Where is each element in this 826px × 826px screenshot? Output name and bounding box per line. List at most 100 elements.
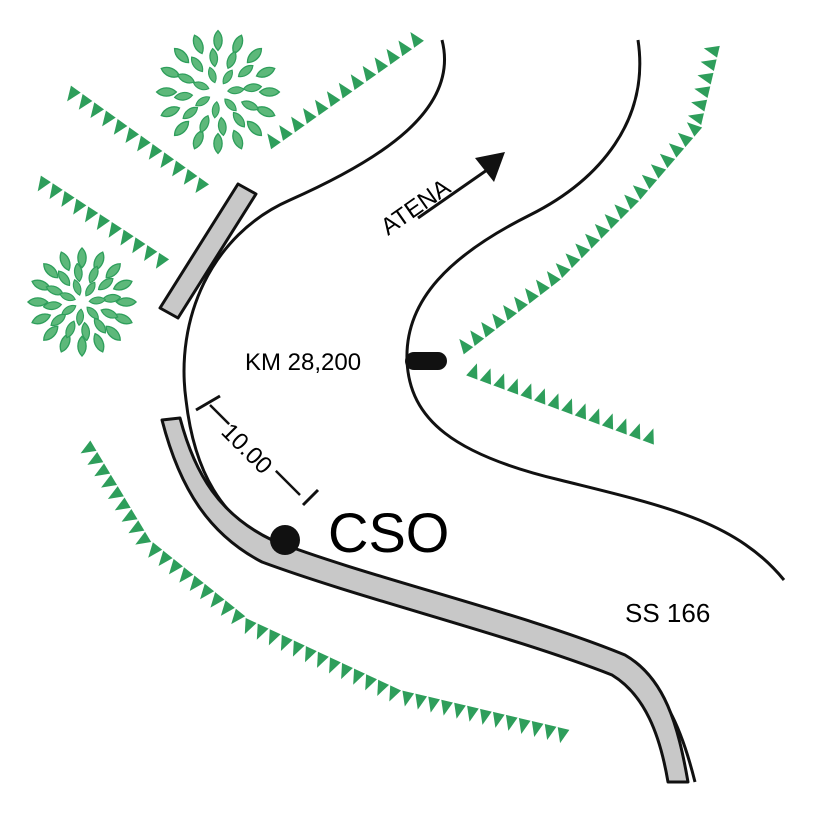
embankment-triangle	[687, 113, 704, 125]
embankment-triangle	[629, 423, 641, 440]
embankment-triangle	[575, 243, 591, 259]
embankment-triangle	[588, 408, 600, 425]
embankment-triangle	[94, 463, 111, 477]
embankment-triangle	[329, 657, 341, 674]
embankment-triangle	[531, 721, 544, 737]
embankment-triangle	[614, 204, 630, 220]
tree-icon	[155, 29, 281, 155]
embankment-triangle	[467, 705, 479, 722]
km-marker-icon	[405, 352, 447, 370]
embankment-triangle	[78, 94, 93, 110]
embankment-triangle	[492, 313, 507, 330]
embankment-triangle	[514, 296, 528, 313]
embankment-triangle	[374, 57, 389, 74]
embankment-triangle	[135, 531, 152, 545]
embankment-triangle	[506, 378, 519, 395]
embankment-triangle	[377, 679, 390, 696]
direction-label: ATENA	[376, 174, 456, 241]
embankment-triangle	[304, 646, 317, 663]
embankment-triangle	[386, 48, 401, 65]
embankment-triangle	[410, 31, 424, 48]
embankment-triangle	[470, 330, 485, 346]
embankment-triangle	[125, 127, 140, 144]
embankment-triangle	[641, 174, 658, 190]
embankment-triangle	[700, 59, 717, 72]
embankment-triangle	[459, 338, 474, 355]
embankment-triangle	[231, 608, 246, 625]
embankment-triangle	[189, 575, 204, 591]
embankment-triangle	[520, 383, 532, 400]
embankment-triangle	[158, 550, 173, 567]
road-right-edge	[405, 39, 786, 581]
embankment-triangle	[402, 690, 415, 707]
embankment-triangle	[544, 724, 557, 741]
embankment-triangle	[624, 194, 640, 210]
embankment-triangle	[362, 65, 377, 82]
embankment-triangle	[61, 191, 75, 207]
road-name-label: SS 166	[625, 598, 710, 628]
tree-icon	[27, 247, 137, 357]
embankment-triangle	[703, 45, 720, 58]
embankment-triangle	[183, 169, 198, 185]
embankment-triangle	[107, 486, 124, 500]
embankment-triangle	[493, 373, 505, 390]
embankment-triangle	[428, 696, 440, 713]
embankment-triangle	[561, 398, 573, 415]
embankment-triangle	[585, 233, 600, 249]
embankment-triangle	[441, 699, 453, 716]
embankment-triangle	[160, 152, 175, 169]
embankment-triangle	[534, 388, 546, 405]
embankment-triangle	[172, 160, 186, 177]
embankment-triangle	[132, 237, 146, 254]
embankment-triangle	[350, 74, 365, 91]
embankment-triangle	[148, 542, 163, 558]
embankment-triangle	[503, 305, 518, 321]
embankment-triangle	[691, 99, 708, 112]
embankment-triangle	[659, 153, 676, 169]
embankment-triangle	[128, 520, 145, 534]
embankment-triangle	[314, 99, 329, 116]
embankment-triangle	[557, 727, 570, 744]
embankment-triangle	[73, 198, 87, 215]
embankment-triangle	[291, 116, 305, 133]
embankment-triangle	[96, 214, 111, 231]
embankment-triangle	[353, 668, 365, 685]
site-code-label: CSO	[328, 501, 449, 564]
embankment-triangle	[601, 413, 614, 430]
embankment-triangle	[479, 368, 491, 385]
embankment-triangle	[317, 651, 329, 668]
guardrail-lower	[160, 416, 690, 784]
embankment-triangle	[256, 623, 269, 640]
embankment-triangle	[518, 717, 531, 734]
embankment-triangle	[415, 693, 428, 710]
embankment-triangle	[148, 144, 163, 160]
embankment-triangle	[195, 177, 210, 194]
embankment-triangle	[604, 214, 620, 230]
embankment-triangle	[155, 252, 170, 269]
embankment-triangle	[67, 85, 81, 102]
embankment-triangle	[480, 708, 492, 725]
embankment-triangle	[220, 600, 235, 616]
embankment-triangle	[594, 223, 610, 239]
embankment-triangle	[338, 82, 353, 99]
point-marker-icon	[270, 525, 300, 555]
embankment-triangle	[642, 428, 654, 445]
embankment-triangle	[102, 110, 116, 127]
embankment-triangle	[244, 617, 257, 635]
embankment-triangle	[108, 221, 122, 238]
embankment-triangle	[210, 592, 225, 608]
embankment-triangle	[677, 132, 694, 148]
embankment-triangle	[292, 640, 305, 657]
embankment-triangle	[454, 702, 466, 719]
embankment-triangle	[114, 497, 131, 511]
km-marker-label: KM 28,200	[245, 349, 361, 376]
embankment-triangle	[84, 206, 99, 223]
embankment-triangle	[547, 393, 559, 410]
guardrail-upper	[158, 182, 258, 320]
embankment-triangle	[574, 403, 586, 420]
embankment-triangle	[650, 164, 667, 179]
embankment-triangle	[525, 288, 539, 304]
embankment-triangle	[535, 279, 550, 296]
embankment-triangle	[179, 567, 194, 583]
